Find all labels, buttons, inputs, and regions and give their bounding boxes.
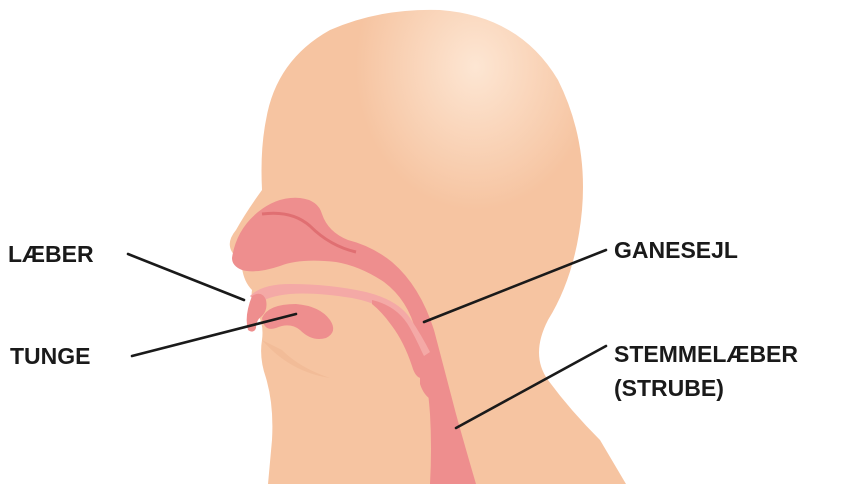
label-lips: LÆBER bbox=[8, 241, 94, 267]
label-vocal-folds-line2: (STRUBE) bbox=[614, 375, 724, 401]
label-soft-palate: GANESEJL bbox=[614, 237, 738, 263]
label-vocal-folds-line1: STEMMELÆBER bbox=[614, 341, 798, 367]
leader-lips bbox=[128, 254, 244, 300]
label-tongue: TUNGE bbox=[10, 343, 91, 369]
